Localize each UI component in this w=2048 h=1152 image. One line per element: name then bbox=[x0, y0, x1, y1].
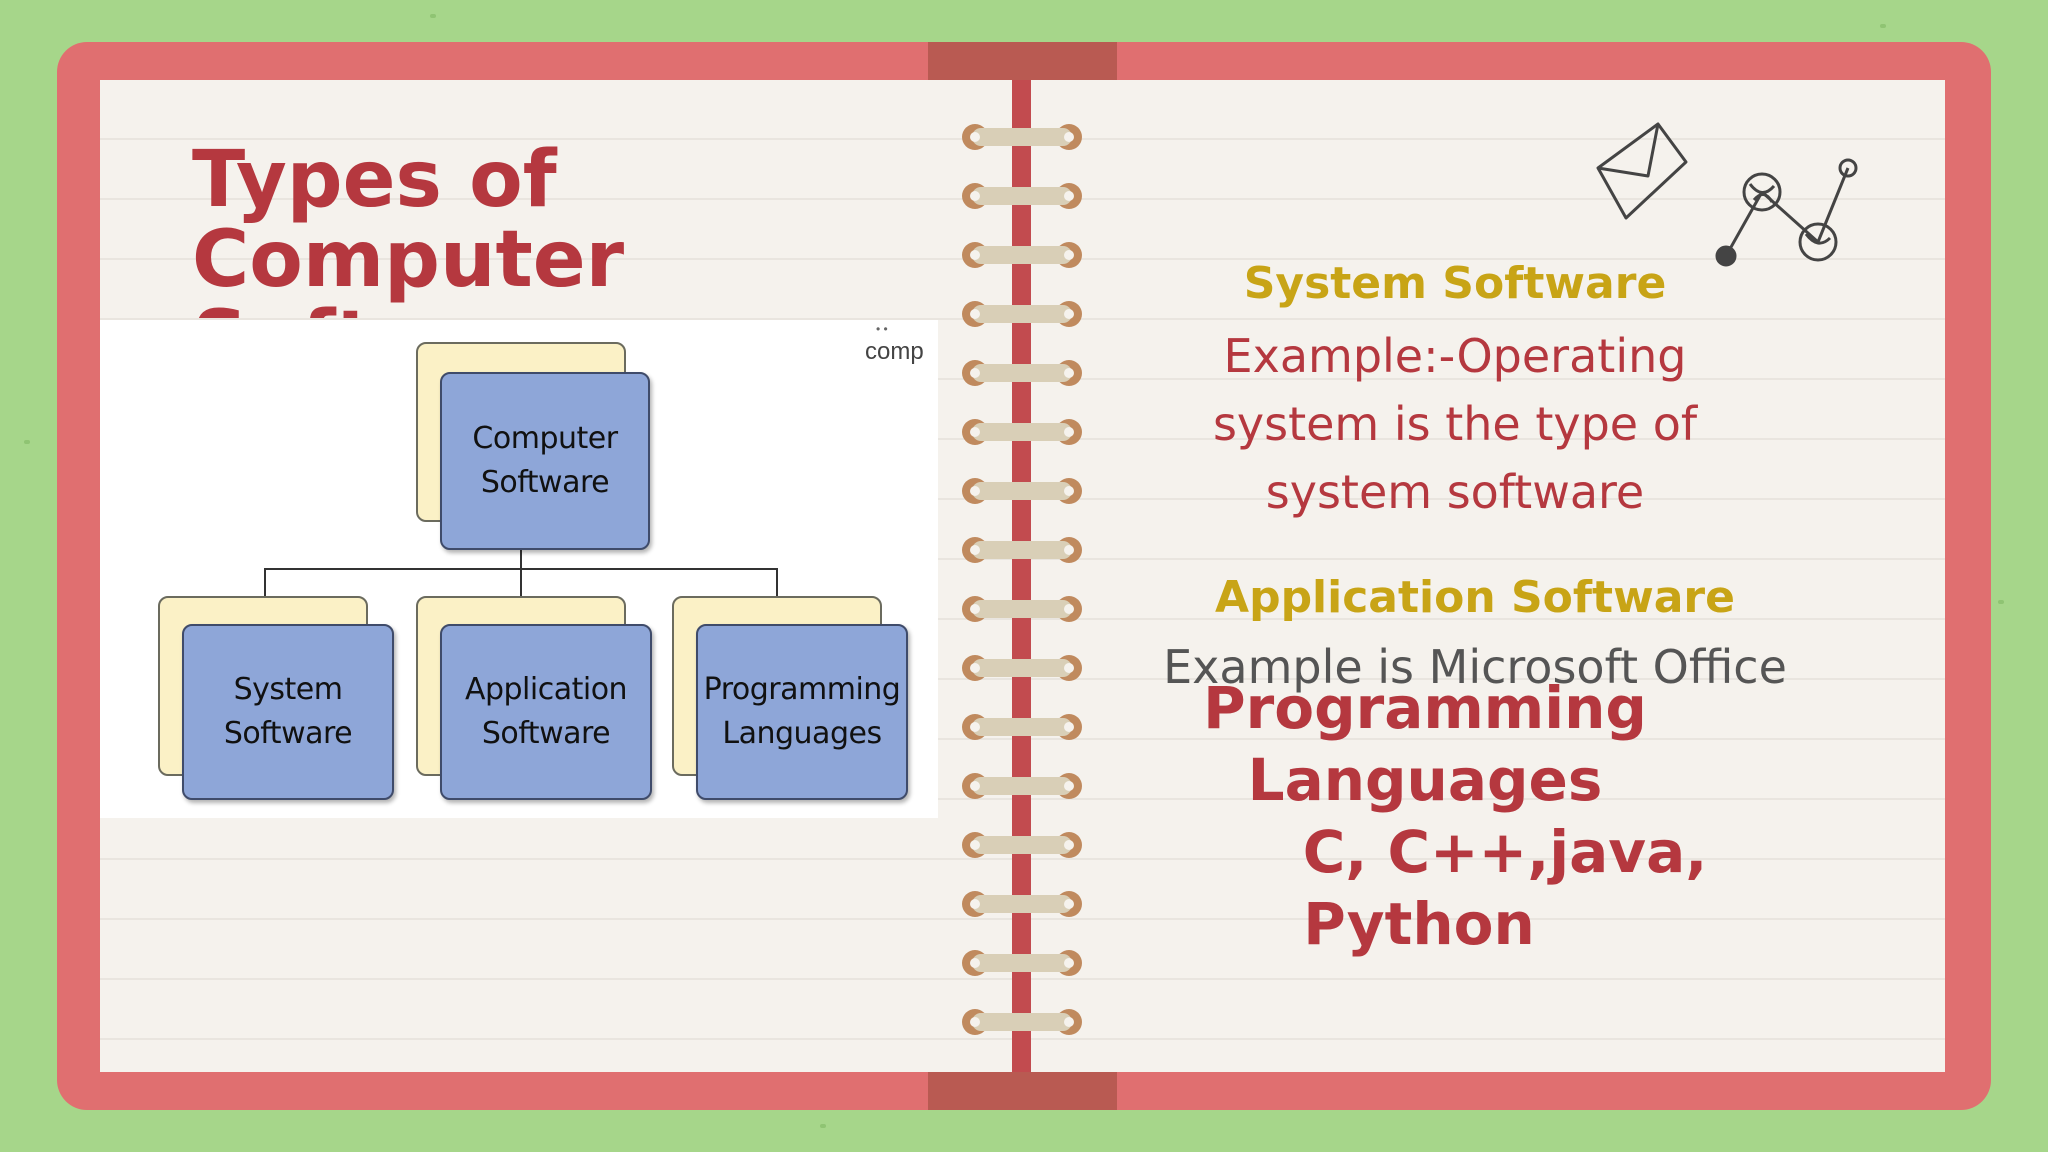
spiral-ring bbox=[962, 655, 1082, 681]
diagram-connector bbox=[776, 568, 778, 608]
slide-title: Types of Computer Software bbox=[192, 140, 625, 318]
application-software-example: Example is Microsoft Office bbox=[1163, 640, 1787, 694]
diagram-connector bbox=[264, 568, 266, 608]
spiral-ring bbox=[962, 301, 1082, 327]
spiral-ring bbox=[962, 714, 1082, 740]
background-speck bbox=[1880, 24, 1886, 28]
programming-languages-examples-1: C, C++,java, bbox=[1302, 818, 1708, 886]
spiral-ring bbox=[962, 950, 1082, 976]
programming-languages-examples-2: Python bbox=[1303, 890, 1535, 958]
envelope-icon bbox=[1596, 122, 1688, 220]
system-software-line-3: system software bbox=[1265, 465, 1645, 519]
diagram-dots: • • bbox=[876, 322, 888, 336]
molecule-icon bbox=[1715, 158, 1858, 267]
background-speck bbox=[1998, 600, 2004, 604]
spiral-ring bbox=[962, 891, 1082, 917]
diagram-child-box: Application Software bbox=[440, 624, 652, 800]
system-software-line-2: system is the type of bbox=[1212, 397, 1698, 451]
system-software-line-1: Example:-Operating bbox=[1223, 329, 1687, 383]
background-speck bbox=[430, 14, 436, 18]
right-page bbox=[1031, 80, 1945, 1072]
diagram-child-box: System Software bbox=[182, 624, 394, 800]
spiral-ring bbox=[962, 773, 1082, 799]
spiral-ring bbox=[962, 183, 1082, 209]
background-speck bbox=[24, 440, 30, 444]
spiral-ring bbox=[962, 419, 1082, 445]
diagram-child-box: Programming Languages bbox=[696, 624, 908, 800]
system-software-heading: System Software bbox=[1243, 258, 1667, 309]
spiral-ring bbox=[962, 242, 1082, 268]
diagram-connector bbox=[520, 568, 522, 608]
diagram-corner-label: comp bbox=[865, 338, 924, 365]
programming-languages-heading-2: Languages bbox=[1247, 746, 1603, 814]
background-speck bbox=[820, 1124, 826, 1128]
spiral-ring bbox=[962, 124, 1082, 150]
programming-languages-heading-1: Programming bbox=[1203, 674, 1647, 742]
software-types-diagram: Computer Software System Software Applic… bbox=[100, 320, 938, 818]
spiral-ring bbox=[962, 360, 1082, 386]
spiral-ring bbox=[962, 596, 1082, 622]
diagram-root-box: Computer Software bbox=[440, 372, 650, 550]
application-software-heading: Application Software bbox=[1215, 572, 1735, 623]
spiral-ring bbox=[962, 1009, 1082, 1035]
spiral-ring bbox=[962, 832, 1082, 858]
spiral-ring bbox=[962, 478, 1082, 504]
spiral-ring bbox=[962, 537, 1082, 563]
page-gutter bbox=[1012, 80, 1031, 1072]
